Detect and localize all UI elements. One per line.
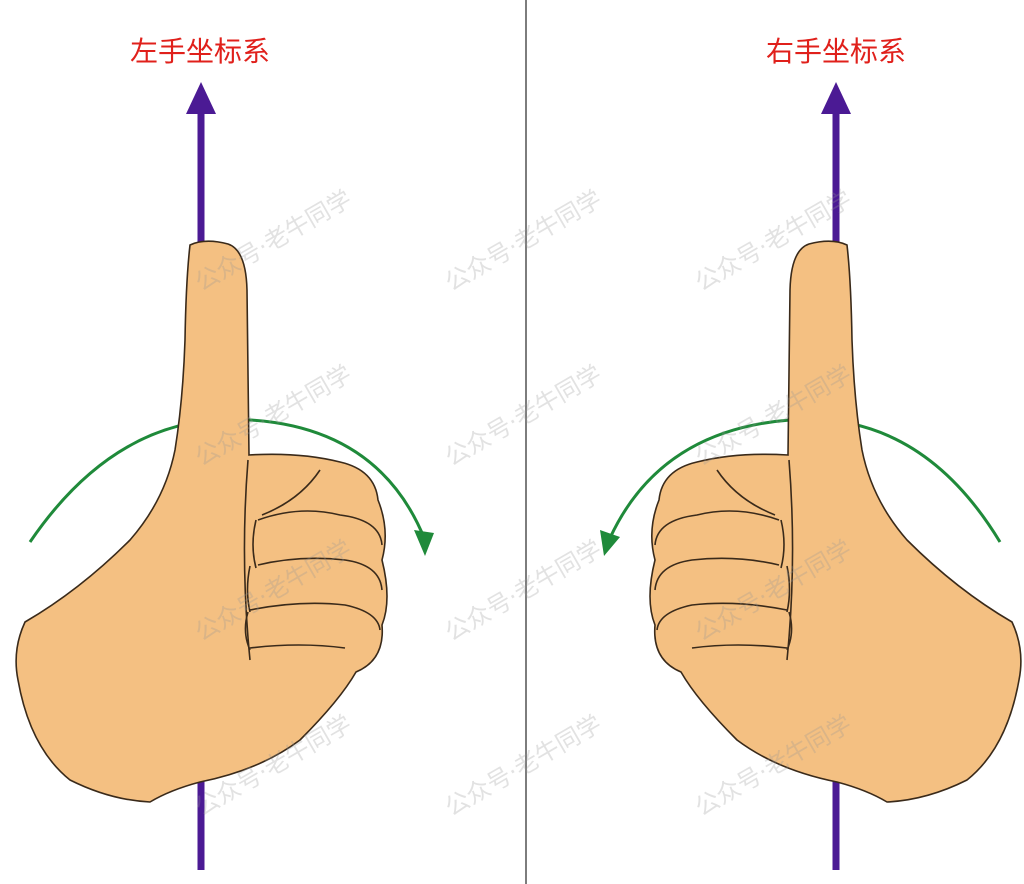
left-hand-illustration (15, 82, 434, 870)
left-rotation-arc (28, 417, 427, 543)
left-hand (15, 240, 388, 803)
right-axis-arrowhead (821, 82, 851, 114)
left-hand-title: 左手坐标系 (129, 35, 270, 68)
right-hand-title: 右手坐标系 (765, 35, 906, 68)
right-hand-illustration (600, 82, 1022, 870)
left-axis-arrowhead (186, 82, 216, 114)
right-hand (649, 240, 1022, 803)
right-rotation-arrowhead (600, 530, 620, 556)
divider-line (525, 0, 527, 884)
left-rotation-arrowhead (414, 530, 434, 556)
right-hand-panel (527, 0, 1024, 884)
left-hand-panel (15, 82, 434, 870)
